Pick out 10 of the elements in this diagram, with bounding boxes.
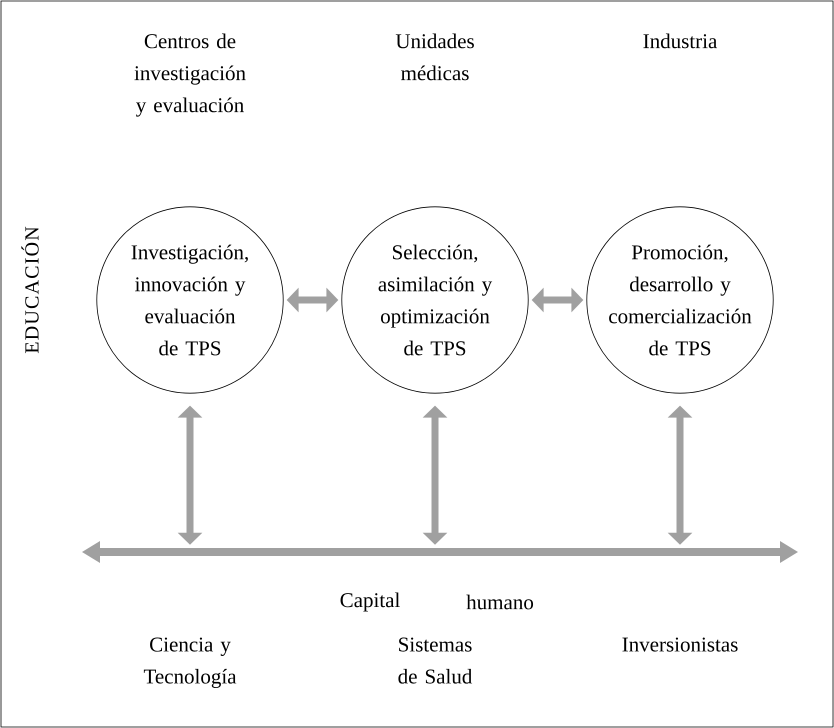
group-label: Inversionistas: [622, 638, 738, 652]
group-label: Industria: [643, 34, 718, 48]
double-arrow-bar: [82, 541, 798, 563]
group-label: Centros de investigación y evaluación: [134, 34, 246, 117]
side-label: EDUCACIÓN: [21, 226, 39, 354]
caption-label: Capital: [340, 592, 400, 612]
group-label: Ciencia y Tecnología: [144, 638, 236, 688]
group-label: Sistemas de Salud: [398, 638, 472, 684]
group-label: Unidades médicas: [396, 34, 474, 80]
caption-label: humano: [466, 594, 534, 610]
